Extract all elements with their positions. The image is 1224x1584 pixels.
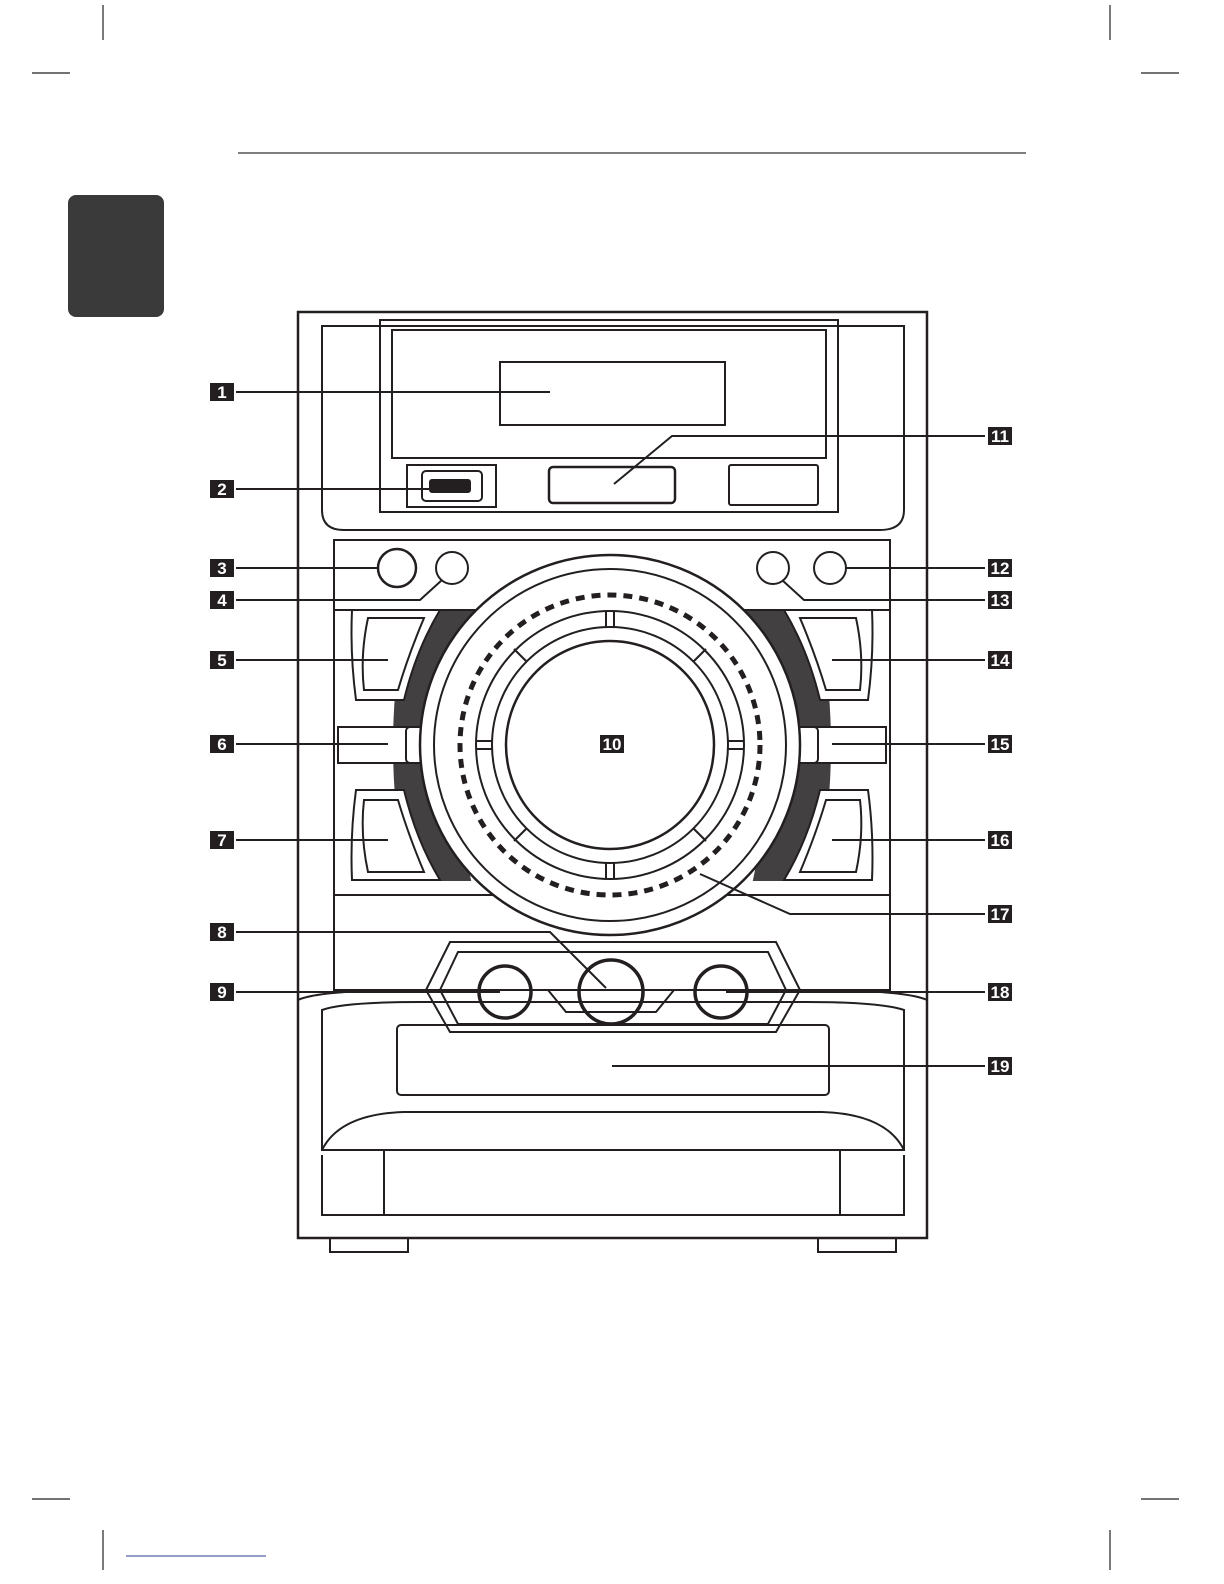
callout-number: 12 — [991, 559, 1010, 578]
button-13[interactable] — [757, 552, 789, 584]
callout-8: 8 — [210, 923, 234, 942]
callout-3: 3 — [210, 559, 234, 578]
callout-number: 1 — [217, 383, 226, 402]
callout-number: 18 — [991, 983, 1010, 1002]
callout-13: 13 — [988, 591, 1012, 610]
callout-number: 9 — [217, 983, 226, 1002]
callout-number: 16 — [991, 831, 1010, 850]
chapter-tab — [68, 195, 164, 317]
callout-number: 5 — [217, 651, 226, 670]
callout-14: 14 — [988, 651, 1012, 670]
callout-15: 15 — [988, 735, 1012, 754]
callout-number: 7 — [217, 831, 226, 850]
callout-number: 8 — [217, 923, 226, 942]
callout-number: 10 — [603, 735, 622, 754]
callout-number: 14 — [991, 651, 1010, 670]
callout-17: 17 — [988, 905, 1012, 924]
callout-4: 4 — [210, 591, 234, 610]
foot-left — [330, 1238, 408, 1252]
callout-6: 6 — [210, 735, 234, 754]
remote-sensor-window — [549, 467, 675, 503]
callout-16: 16 — [988, 831, 1012, 850]
callout-number: 4 — [217, 591, 227, 610]
button-12[interactable] — [814, 552, 846, 584]
callout-5: 5 — [210, 651, 234, 670]
callout-18: 18 — [988, 983, 1012, 1002]
callout-7: 7 — [210, 831, 234, 850]
button-3[interactable] — [378, 549, 416, 587]
device-body — [298, 312, 927, 1252]
button-4[interactable] — [436, 552, 468, 584]
callout-number: 13 — [991, 591, 1010, 610]
callout-number: 19 — [991, 1057, 1010, 1076]
callout-12: 12 — [988, 559, 1012, 578]
callout-10: 10 — [600, 735, 624, 754]
callout-9: 9 — [210, 983, 234, 1002]
callout-1: 1 — [210, 383, 234, 402]
display-window — [500, 362, 725, 425]
callout-19: 19 — [988, 1057, 1012, 1076]
callout-number: 15 — [991, 735, 1010, 754]
cassette-slot — [397, 1025, 829, 1095]
callout-number: 2 — [217, 480, 226, 499]
callout-2: 2 — [210, 480, 234, 499]
callout-number: 17 — [991, 905, 1010, 924]
callout-number: 11 — [991, 427, 1009, 446]
callout-11: 11 — [988, 427, 1012, 446]
callout-number: 3 — [217, 559, 226, 578]
foot-right — [818, 1238, 896, 1252]
callout-number: 6 — [217, 735, 226, 754]
